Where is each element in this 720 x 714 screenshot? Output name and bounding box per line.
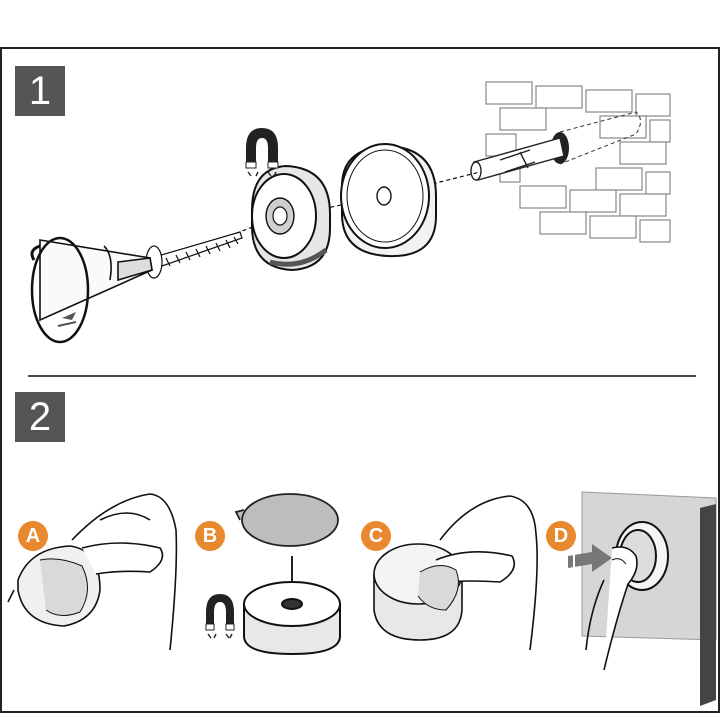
hand-icon-d <box>585 546 638 671</box>
cover-cup <box>340 143 437 258</box>
brick-wall-icon <box>485 81 671 243</box>
step-badge-1: 1 <box>15 66 65 116</box>
substep-badge-d: D <box>546 521 576 551</box>
screwdriver-icon <box>30 236 153 344</box>
frame-border <box>0 47 720 713</box>
step-badge-2: 2 <box>15 392 65 442</box>
substep-badge-c: C <box>361 521 391 551</box>
magnet-icon-b <box>205 594 235 639</box>
hand-icon-c <box>373 495 538 651</box>
magnet-ring <box>251 164 331 272</box>
substep-badge-a: A <box>18 521 48 551</box>
adhesive-disc <box>234 493 339 547</box>
screw <box>145 231 243 279</box>
drill-channel <box>559 111 641 165</box>
substep-badge-b: B <box>195 521 225 551</box>
hand-icon <box>7 493 178 651</box>
magnet-ring-b <box>243 581 341 656</box>
wall-plug-icon <box>470 137 565 181</box>
arrow-icon-d <box>565 544 612 572</box>
magnet-icon <box>245 128 279 177</box>
